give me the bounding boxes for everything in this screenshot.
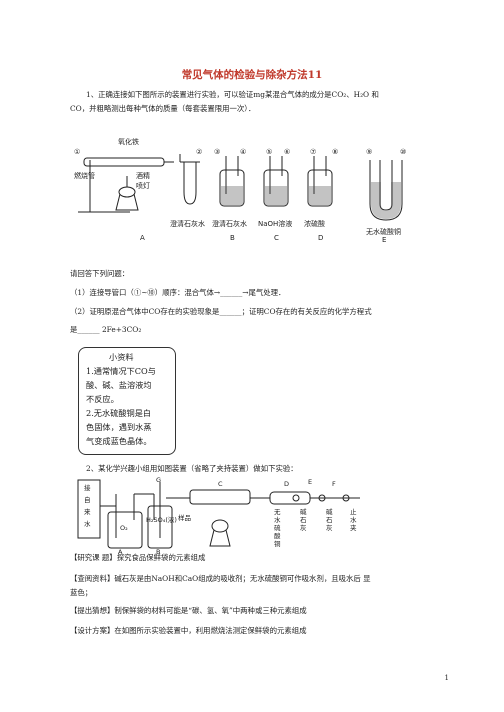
note-title: 小资料	[109, 352, 134, 362]
marker-1: ①	[74, 148, 80, 156]
note-line: 1.通常情况下CO与	[86, 366, 156, 376]
letter-d: D	[318, 234, 323, 242]
q1-part2-is: 是	[70, 325, 78, 334]
q1-part1: （1）连接导管口（①~⑩）顺序：混合气体→______→尾气处理．	[70, 287, 285, 298]
marker-9: ⑨	[366, 148, 372, 156]
q1-part2-blank2[interactable]: ______	[77, 325, 100, 334]
research-hypothesis: 【提出猜想】制保鲜袋的材料可能是“碳、氢、氧”中两种或三种元素组成	[70, 605, 307, 616]
research-materials-text: 碱石灰是由NaOH和CaO组成的吸收剂；无水硫酸铜可作吸水剂，且吸水后 显	[114, 574, 371, 583]
fig2-d-label: 无	[274, 508, 281, 516]
note-line: 2.无水硫酸铜是白	[86, 408, 152, 418]
fig2-f-label: 石	[326, 516, 333, 524]
note-line: 酸、碱、盐溶液均	[86, 380, 152, 390]
fig2-tap-2: 自	[84, 495, 91, 504]
letter-b: B	[230, 234, 235, 242]
marker-5: ⑤	[266, 148, 272, 156]
fig2-stop-label: 水	[350, 515, 357, 524]
fig2-letter-e: E	[308, 478, 312, 486]
fig2-letter-a: A	[118, 548, 123, 554]
research-topic-tag: 【研究课 题】	[70, 553, 117, 562]
q1-part2-blank[interactable]: ______	[219, 307, 242, 316]
q1-part2-cont: 是______ 2Fe+3CO₂	[70, 324, 141, 335]
research-hypothesis-tag: 【提出猜想】	[70, 606, 115, 615]
marker-3: ③	[214, 148, 220, 156]
fig2-h2so4: H₂SO₄(浓)	[146, 515, 177, 524]
research-materials-tag: 【查阅资料】	[70, 574, 115, 583]
q1-part1-tail: →尾气处理．	[242, 288, 286, 297]
fig2-stop-label: 止	[350, 507, 357, 516]
fig2-letter-g: G	[156, 476, 161, 484]
label-limewater-a: 澄清石灰水	[170, 219, 205, 228]
label-limewater-b: 澄清石灰水	[212, 219, 247, 228]
fig2-tap-4: 水	[84, 519, 91, 528]
fig2-sample: 样品	[178, 513, 191, 522]
label-h2so4: 浓硫酸	[304, 219, 325, 228]
marker-7: ⑦	[310, 148, 316, 156]
page-number: 1	[444, 674, 449, 682]
q1-part2: （2）证明原混合气体中CO存在的实验现象是______；证明CO存在的有关反应的…	[70, 306, 372, 317]
label-combustion-tube: 燃烧管	[74, 171, 95, 180]
fig2-o2: O₂	[120, 524, 128, 532]
q1-line2: CO，并粗略测出每种气体的质量（每套装置限用一次）．	[70, 104, 256, 113]
q1-part1-blank[interactable]: ______	[220, 288, 243, 297]
research-design: 【设计方案】在如图所示实验装置中，利用燃烧法测定保鲜袋的元素组成	[70, 625, 307, 636]
answer-prompt: 请回答下列问题：	[70, 269, 130, 278]
q1-part1-text: （1）连接导管口（①~⑩）顺序：混合气体→	[70, 288, 221, 297]
fig2-letter-b: B	[156, 548, 160, 554]
marker-8: ⑧	[332, 148, 338, 156]
fig2-tap-1: 接	[84, 483, 91, 492]
q1-line1: 1、正确连接如下图所示的装置进行实验，可以验证mg某混合气体的成分是CO₂、H₂…	[86, 90, 379, 99]
q1-part2-tail: ；证明CO存在的有关反应的化学方程式	[241, 307, 372, 316]
letter-c: C	[274, 234, 279, 242]
label-alcohol-lamp: 酒精	[136, 171, 150, 180]
apparatus-figure-1: ① ② ③ ④ ⑤ ⑥ ⑦ ⑧ ⑨ ⑩ 氧化铁 燃烧管 酒精 喷灯 澄清石灰水 …	[74, 137, 406, 244]
marker-10: ⑩	[400, 148, 406, 156]
fig2-tap-3: 来	[84, 508, 91, 516]
fig2-e-label: 石	[300, 516, 307, 524]
reference-note-box: 小资料 1.通常情况下CO与 酸、碱、盐溶液均 不反应。 2.无水硫酸铜是白 色…	[78, 347, 176, 455]
marker-6: ⑥	[284, 148, 290, 156]
research-topic: 【研究课 题】探究食品保鲜袋的元素组成	[70, 552, 205, 563]
fig2-e-label: 灰	[300, 523, 307, 532]
letter-a: A	[140, 234, 145, 242]
fig2-d-label: 铜	[274, 539, 281, 548]
fig2-letter-f: F	[332, 480, 336, 488]
fig2-d-label: 酸	[274, 531, 281, 540]
research-hypothesis-text: 制保鲜袋的材料可能是“碳、氢、氧”中两种或三种元素组成	[114, 606, 307, 615]
label-naoh: NaOH溶液	[258, 219, 292, 228]
marker-4: ④	[240, 148, 246, 156]
label-alcohol-lamp-2: 喷灯	[136, 181, 150, 190]
note-line: 不反应。	[86, 394, 119, 404]
q1-part2-text: （2）证明原混合气体中CO存在的实验现象是	[70, 307, 220, 316]
fig2-letter-d: D	[284, 480, 289, 488]
fig2-e-label: 碱	[300, 508, 307, 516]
note-line: 色固体，遇到水蒸	[86, 422, 152, 432]
note-line: 气变成蓝色晶体。	[86, 436, 152, 446]
letter-e: E	[382, 236, 386, 244]
fig2-f-label: 碱	[326, 508, 333, 516]
fig2-f-label: 灰	[326, 523, 333, 532]
fig2-d-label: 水	[274, 515, 281, 524]
research-materials: 【查阅资料】碱石灰是由NaOH和CaO组成的吸收剂；无水硫酸铜可作吸水剂，且吸水…	[70, 573, 371, 584]
research-design-tag: 【设计方案】	[70, 626, 115, 635]
research-design-text: 在如图所示实验装置中，利用燃烧法测定保鲜袋的元素组成	[114, 626, 307, 635]
fig2-d-label: 硫	[274, 523, 281, 532]
label-ferric-oxide: 氧化铁	[118, 137, 139, 146]
q2-intro: 2、某化学兴趣小组用如图装置（省略了夹持装置）做如下实验：	[86, 464, 298, 473]
fig2-letter-c: C	[218, 480, 223, 488]
research-materials-cont: 蓝色；	[70, 588, 93, 597]
page-title: 常见气体的检验与除杂方法11	[181, 69, 323, 81]
marker-2: ②	[196, 148, 202, 156]
fig2-stop-label: 夹	[350, 523, 357, 532]
apparatus-figure-2: 接 自 来 水 O₂ H₂SO₄(浓) 样品 无 水 硫 酸 铜 碱 石 灰 碱…	[77, 476, 360, 554]
label-cuso4: 无水硫酸铜	[366, 227, 401, 236]
research-topic-text: 探究食品保鲜袋的元素组成	[116, 553, 206, 562]
q1-part2-equation: 2Fe+3CO₂	[101, 325, 142, 334]
